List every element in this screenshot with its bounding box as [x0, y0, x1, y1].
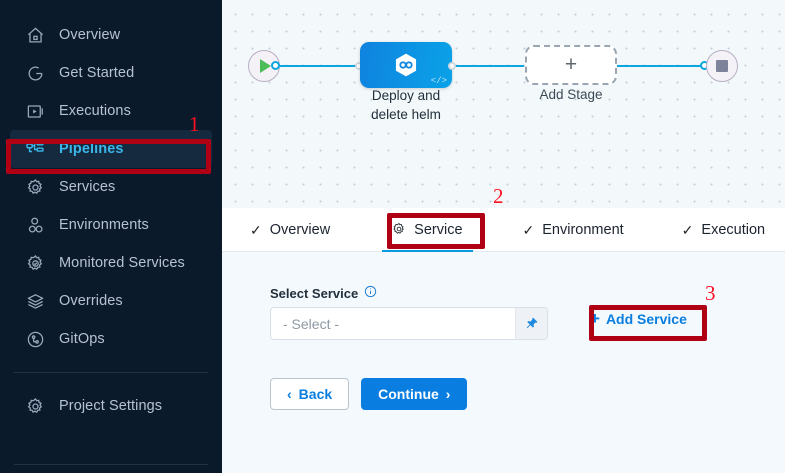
service-icon	[392, 222, 406, 238]
pin-icon[interactable]	[515, 308, 547, 339]
connector-line	[276, 65, 401, 67]
main-content: </> Deploy and delete helm + Add Stage ✓…	[222, 0, 785, 473]
check-icon: ✓	[250, 221, 262, 238]
continue-label: Continue	[378, 386, 439, 402]
sidebar: Overview Get Started Executions	[0, 0, 222, 473]
home-icon	[24, 24, 46, 46]
tab-environment[interactable]: ✓ Environment	[513, 208, 634, 252]
stop-icon	[716, 60, 728, 72]
monitored-services-icon	[24, 252, 46, 274]
pipeline-end-node[interactable]	[706, 50, 738, 82]
tab-service[interactable]: Service	[382, 208, 473, 253]
select-service-label-group: Select Service	[270, 285, 377, 301]
tab-execution[interactable]: ✓ Execution	[672, 208, 775, 252]
pipeline-canvas[interactable]: </> Deploy and delete helm + Add Stage	[222, 0, 785, 208]
back-label: Back	[298, 386, 333, 402]
connector-line	[617, 65, 705, 67]
gear-icon	[24, 395, 46, 417]
back-button[interactable]: ‹ Back	[270, 378, 350, 410]
continue-button[interactable]: Continue ›	[361, 378, 468, 410]
get-started-icon	[24, 62, 46, 84]
info-icon[interactable]	[364, 285, 377, 301]
sidebar-item-label: Project Settings	[59, 398, 163, 414]
select-service-dropdown[interactable]: - Select -	[270, 307, 548, 340]
service-form: Select Service - Select - + Add Service	[222, 252, 785, 473]
sidebar-item-environments[interactable]: Environments	[10, 206, 212, 244]
sidebar-item-label: Executions	[59, 103, 131, 119]
add-stage-label: Add Stage	[539, 87, 603, 102]
sidebar-item-label: Overview	[59, 27, 121, 43]
add-stage-button[interactable]: +	[525, 45, 617, 85]
sidebar-item-get-started[interactable]: Get Started	[10, 54, 212, 92]
gear-icon	[24, 176, 46, 198]
sidebar-bottom-divider	[14, 464, 208, 465]
sidebar-item-label: Services	[59, 179, 116, 195]
tab-label: Overview	[269, 221, 331, 238]
pipelines-icon	[24, 138, 46, 160]
stage-output-dot	[448, 62, 456, 70]
gitops-icon	[24, 328, 46, 350]
sidebar-item-label: Monitored Services	[59, 255, 185, 271]
chevron-right-icon: ›	[445, 386, 451, 402]
sidebar-item-label: Environments	[59, 217, 149, 233]
sidebar-item-monitored-services[interactable]: Monitored Services	[10, 244, 212, 282]
select-service-label: Select Service	[270, 285, 359, 301]
stage-label-line2: delete helm	[371, 107, 441, 122]
sidebar-item-project-settings[interactable]: Project Settings	[10, 387, 212, 425]
executions-icon	[24, 100, 46, 122]
play-icon	[260, 59, 271, 73]
tab-label: Execution	[701, 221, 766, 238]
plus-icon: +	[590, 309, 600, 328]
sidebar-item-overview[interactable]: Overview	[10, 16, 212, 54]
environments-icon	[24, 214, 46, 236]
sidebar-item-executions[interactable]: Executions	[10, 92, 212, 130]
form-actions: ‹ Back Continue ›	[270, 378, 468, 410]
sidebar-item-services[interactable]: Services	[10, 168, 212, 206]
chevron-left-icon: ‹	[287, 386, 292, 402]
stage-node-deploy-and-delete-helm[interactable]: </>	[360, 42, 452, 88]
check-icon: ✓	[522, 221, 535, 238]
tab-label: Environment	[542, 221, 624, 238]
sidebar-item-label: GitOps	[59, 331, 105, 347]
sidebar-item-label: Pipelines	[59, 141, 124, 157]
select-service-input[interactable]: - Select -	[283, 315, 340, 332]
stage-label: Deploy and delete helm	[331, 86, 481, 124]
sidebar-item-label: Get Started	[59, 65, 135, 81]
connector-line	[444, 65, 524, 67]
sidebar-divider	[14, 372, 208, 373]
check-icon: ✓	[681, 221, 694, 238]
add-service-label: Add Service	[605, 310, 687, 327]
sidebar-item-label: Overrides	[59, 293, 123, 309]
sidebar-item-overrides[interactable]: Overrides	[10, 282, 212, 320]
add-service-button[interactable]: + Add Service	[590, 310, 687, 327]
stage-tabs: ✓ Overview Service ✓ Environment ✓ Execu…	[222, 208, 785, 253]
plus-icon: +	[564, 53, 578, 76]
sidebar-item-gitops[interactable]: GitOps	[10, 320, 212, 358]
tab-label: Service	[414, 221, 463, 238]
stage-label-line1: Deploy and	[371, 88, 441, 103]
sidebar-item-pipelines[interactable]: Pipelines	[10, 130, 212, 168]
stage-code-badge: </>	[430, 76, 447, 86]
tab-overview[interactable]: ✓ Overview	[240, 208, 340, 252]
start-connector-dot	[271, 61, 280, 70]
harness-cd-icon	[395, 53, 417, 77]
layers-icon	[24, 290, 46, 312]
